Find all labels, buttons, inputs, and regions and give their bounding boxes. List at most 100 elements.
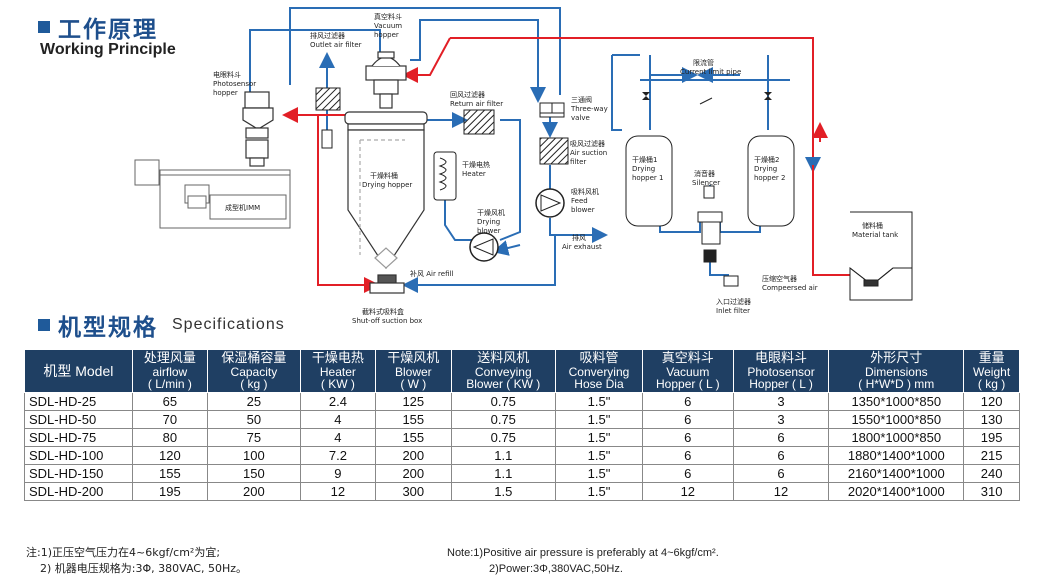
label: 干燥电热: [462, 160, 490, 169]
table-cell: 1.5": [555, 482, 643, 501]
label: 限流管: [693, 58, 714, 67]
table-cell: 155: [131, 464, 209, 483]
table-cell: SDL-HD-200: [24, 482, 133, 501]
label: valve: [571, 114, 590, 122]
label: filter: [570, 158, 586, 166]
table-cell: 6: [732, 446, 830, 465]
table-cell: 1.5: [450, 482, 557, 501]
table-cell: 25: [207, 392, 301, 411]
table-cell: 2.4: [299, 392, 377, 411]
table-cell: 195: [963, 428, 1020, 447]
table-cell: SDL-HD-100: [24, 446, 133, 465]
table-cell: 4: [299, 410, 377, 429]
drying-hopper-1: [625, 135, 673, 227]
label: 干燥桶2: [754, 155, 779, 164]
label: Inlet filter: [716, 307, 750, 315]
red-material-lines: [282, 37, 855, 293]
suction-filter-icon: [539, 137, 569, 165]
table-cell: 6: [641, 410, 734, 429]
inlet-filter-icon: [723, 275, 739, 287]
table-cell: 120: [963, 392, 1020, 411]
photosensor-hopper: [242, 91, 274, 167]
table-cell: 70: [131, 410, 209, 429]
table-cell: 50: [207, 410, 301, 429]
label: 真空料斗: [374, 12, 402, 21]
label: hopper 1: [632, 174, 663, 182]
table-cell: SDL-HD-150: [24, 464, 133, 483]
table-cell: 150: [207, 464, 301, 483]
label: Drying: [754, 165, 777, 173]
table-cell: 200: [375, 446, 452, 465]
table-cell: SDL-HD-50: [24, 410, 133, 429]
table-cell: 1.1: [450, 464, 557, 483]
label: Drying hopper: [362, 181, 412, 189]
label: Compeersed air: [762, 284, 818, 292]
label: Vacuum: [374, 22, 402, 30]
heater-icon: [433, 151, 457, 201]
label: 干燥料桶: [370, 171, 398, 180]
label: 吸风过滤器: [570, 139, 605, 148]
solenoid-valve-icon: [697, 211, 723, 263]
label: 消音器: [694, 169, 715, 178]
three-way-valve-icon: [539, 102, 565, 118]
table-cell: 1800*1000*850: [828, 428, 965, 447]
label: Feed: [571, 197, 588, 205]
table-cell: 2160*1400*1000: [828, 464, 965, 483]
label: 回风过滤器: [450, 90, 485, 99]
table-cell: 6: [641, 446, 734, 465]
label: 储料桶: [862, 221, 883, 230]
table-cell: 200: [207, 482, 301, 501]
label: 排风: [572, 233, 586, 242]
table-cell: 75: [207, 428, 301, 447]
table-cell: 1.5": [555, 392, 643, 411]
table-cell: 200: [375, 464, 452, 483]
label: Return air filter: [450, 100, 503, 108]
table-cell: 12: [299, 482, 377, 501]
drying-hopper-2: [747, 135, 795, 227]
table-cell: 300: [375, 482, 452, 501]
return-filter-icon: [463, 109, 495, 135]
table-cell: 125: [375, 392, 452, 411]
label: 三通阀: [571, 95, 592, 104]
label: 干燥风机: [477, 208, 505, 217]
table-cell: 3: [732, 392, 830, 411]
spec-title: 机型规格 Specifications: [38, 308, 285, 342]
label: Air suction: [570, 149, 607, 157]
table-cell: 1.5": [555, 464, 643, 483]
table-cell: 4: [299, 428, 377, 447]
table-cell: 310: [963, 482, 1020, 501]
table-cell: 0.75: [450, 428, 557, 447]
imm-machine: [134, 159, 291, 229]
table-cell: 1880*1400*1000: [828, 446, 965, 465]
valve-icon: [764, 92, 772, 100]
table-cell: 1.1: [450, 446, 557, 465]
label: 排风过滤器: [310, 31, 345, 40]
table-cell: 3: [732, 410, 830, 429]
table-cell: 7.2: [299, 446, 377, 465]
table-cell: 1350*1000*850: [828, 392, 965, 411]
table-cell: 120: [131, 446, 209, 465]
label: 电眼料斗: [213, 70, 241, 79]
label: Drying: [477, 218, 500, 226]
label: 补风 Air refill: [410, 269, 453, 278]
label: Photosensor: [213, 80, 256, 88]
outlet-filter-icon: [315, 87, 341, 111]
label: blower: [477, 227, 501, 235]
label: Current limit pipe: [680, 68, 741, 76]
working-principle-title: 工作原理: [38, 10, 158, 44]
label: Three-way: [570, 105, 608, 113]
silencer-icon: [703, 185, 715, 199]
table-cell: SDL-HD-75: [24, 428, 133, 447]
table-cell: SDL-HD-25: [24, 392, 133, 411]
label: Outlet air filter: [310, 41, 362, 49]
table-cell: 6: [641, 464, 734, 483]
label: Shut-off suction box: [352, 317, 422, 325]
